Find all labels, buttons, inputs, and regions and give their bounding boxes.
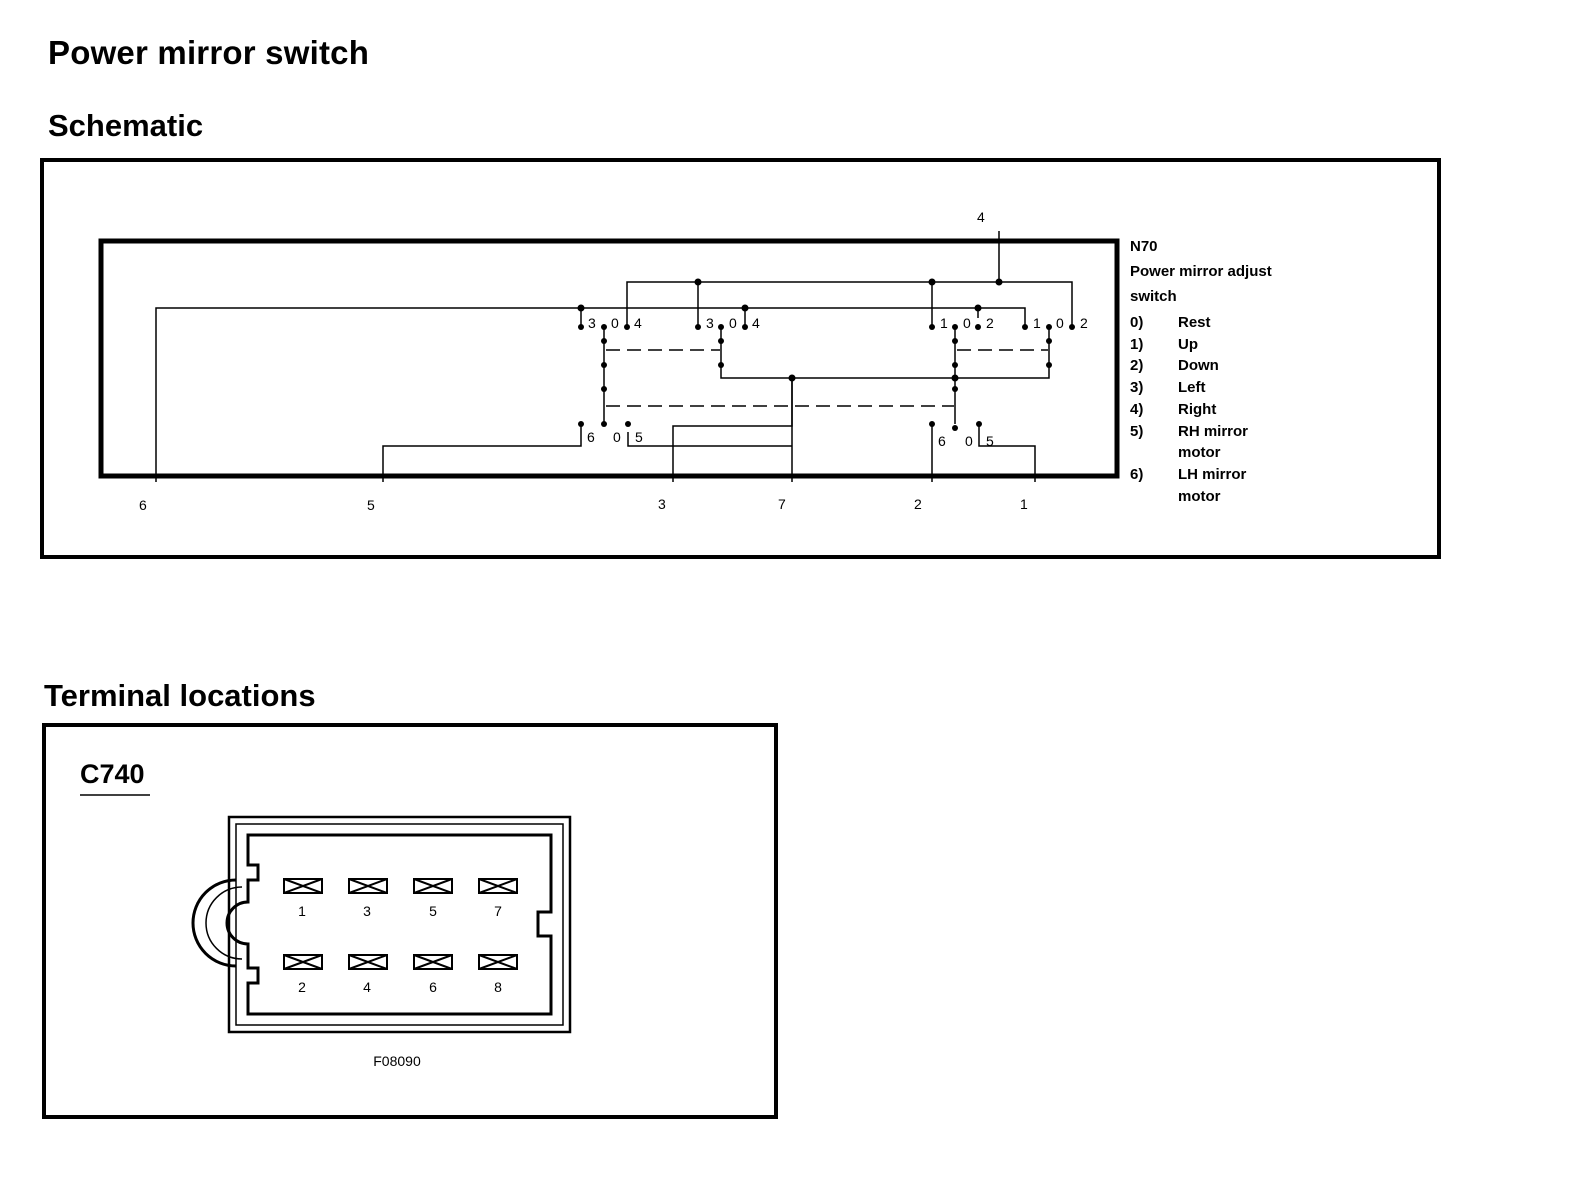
pin-numbers: 4 6 5 3 7 2 1 [139,209,1028,513]
legend-key-3: 3) [1130,379,1143,396]
terminal-locations-heading: Terminal locations [44,678,316,713]
g4-label-b: 0 [1056,315,1064,331]
wire-pin1 [978,424,1036,482]
terminal-label-3: 3 [363,903,371,919]
g1-label-b: 0 [611,315,619,331]
terminal-label-4: 4 [363,979,371,995]
legend-key-2: 2) [1130,357,1143,374]
terminal-5 [413,878,453,894]
legend-key-0: 0) [1130,314,1143,331]
legend-text-0: Rest [1178,314,1211,331]
terminal-8 [478,954,518,970]
legend-text-6a: LH mirror [1178,466,1247,483]
terminal-numbers: 1 3 5 7 2 4 6 8 [298,903,502,995]
g6-label-a: 6 [938,433,946,449]
schematic-frame [40,158,1441,559]
terminal-1 [283,878,323,894]
legend: N70 Power mirror adjust switch 0) Rest 1… [1130,238,1272,505]
pin-top-4: 4 [977,209,985,225]
terminal-label-7: 7 [494,903,502,919]
legend-key-6: 6) [1130,466,1143,483]
terminal-label-8: 8 [494,979,502,995]
connector-housing [191,815,572,1034]
terminal-label-1: 1 [298,903,306,919]
g3-label-c: 2 [986,315,994,331]
g4-label-a: 1 [1033,315,1041,331]
g5-label-c: 5 [635,429,643,445]
g5-label-b: 0 [613,429,621,445]
figure-code: F08090 [373,1053,421,1069]
terminal-3 [348,878,388,894]
connector-id: C740 [80,759,145,789]
g6-label-c: 5 [986,433,994,449]
wire-pin7-g5 [627,432,792,447]
component-id: N70 [1130,238,1158,255]
pin-bottom-2: 2 [914,496,922,512]
g2-label-c: 4 [752,315,760,331]
component-name-line2: switch [1130,288,1177,305]
legend-key-4: 4) [1130,401,1143,418]
g3-label-a: 1 [940,315,948,331]
terminal-frame [42,723,778,1119]
terminal-label-2: 2 [298,979,306,995]
legend-key-5: 5) [1130,423,1143,440]
legend-text-3: Left [1178,379,1206,396]
pin-bottom-7: 7 [778,496,786,512]
legend-key-1: 1) [1130,336,1143,353]
wire-pin6-rail [155,307,1026,482]
legend-text-1: Up [1178,336,1198,353]
schematic-heading: Schematic [48,108,204,143]
mechanical-links [606,349,1048,407]
g2-label-a: 3 [706,315,714,331]
g5-label-a: 6 [587,429,595,445]
junctions [577,278,1075,431]
schematic-diagram: 3 0 4 3 0 4 1 0 2 1 0 2 6 0 5 6 0 5 4 6 … [40,158,1441,559]
page-title: Power mirror switch [48,34,370,71]
terminal-cavities [283,878,518,970]
legend-text-6b: motor [1178,488,1221,505]
pin-bottom-6: 6 [139,497,147,513]
g3-label-b: 0 [963,315,971,331]
terminal-7 [478,878,518,894]
pin-bottom-1: 1 [1020,496,1028,512]
g4-label-c: 2 [1080,315,1088,331]
terminal-6 [413,954,453,970]
wire-pin3 [672,378,793,482]
terminal-2 [283,954,323,970]
g2-label-b: 0 [729,315,737,331]
wire-pin4-bus [626,281,1073,327]
pin-bottom-3: 3 [658,496,666,512]
legend-text-5b: motor [1178,444,1221,461]
terminal-4 [348,954,388,970]
switch-labels: 3 0 4 3 0 4 1 0 2 1 0 2 6 0 5 6 0 5 [587,315,1088,449]
g6-label-b: 0 [965,433,973,449]
wire-pin5 [382,424,582,482]
terminal-label-6: 6 [429,979,437,995]
switch-body-outline [98,238,1120,479]
legend-text-4: Right [1178,401,1216,418]
g1-label-a: 3 [588,315,596,331]
legend-text-2: Down [1178,357,1219,374]
wiper-g2-g4 [720,327,1050,379]
legend-text-5a: RH mirror [1178,423,1248,440]
pin-bottom-5: 5 [367,497,375,513]
g1-label-c: 4 [634,315,642,331]
component-name-line1: Power mirror adjust [1130,263,1272,280]
terminal-label-5: 5 [429,903,437,919]
